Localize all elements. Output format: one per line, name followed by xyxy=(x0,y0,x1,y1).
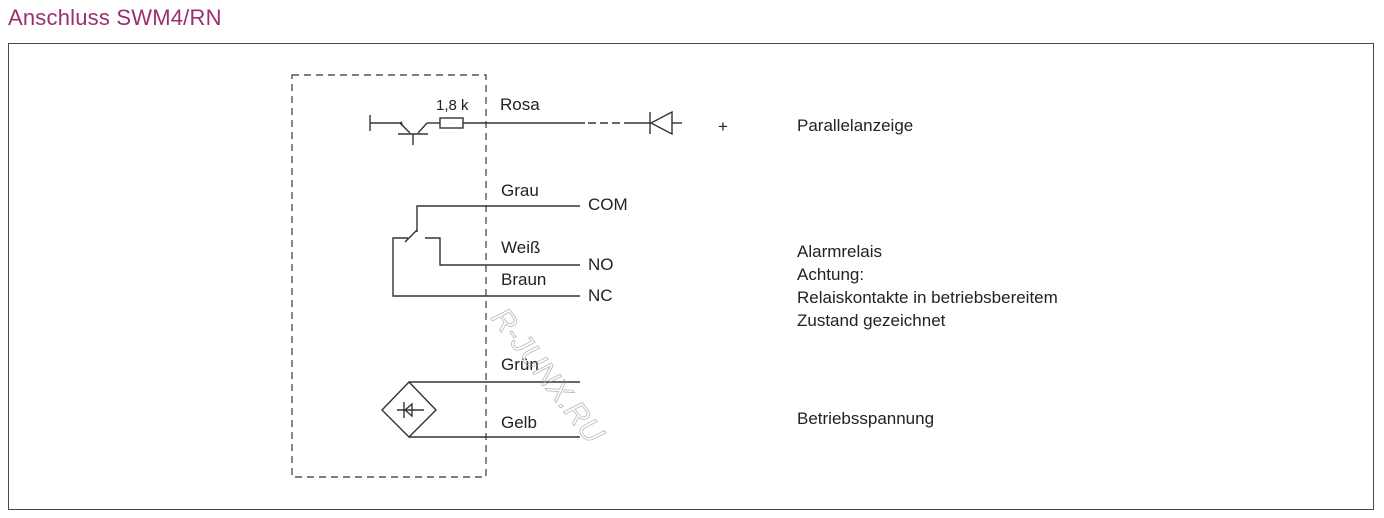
sensor-housing-box xyxy=(291,74,487,478)
wire-no xyxy=(425,237,580,266)
wire-label-gelb: Gelb xyxy=(501,413,537,432)
diagram-frame xyxy=(8,43,1374,510)
description-supply: Betriebsspannung xyxy=(797,409,934,428)
description-alarm-relay-line-1: Alarmrelais xyxy=(797,242,882,261)
supply-circuit xyxy=(381,380,580,438)
wire-label-weiss: Weiß xyxy=(501,238,540,257)
transistor-output-circuit xyxy=(369,110,682,145)
resistor-icon xyxy=(439,117,464,129)
terminal-no: NO xyxy=(588,255,614,274)
terminal-nc: NC xyxy=(588,286,613,305)
resistor-value-label: 1,8 k xyxy=(436,97,469,114)
description-parallel-display: Parallelanzeige xyxy=(797,116,913,135)
description-alarm-relay-line-4: Zustand gezeichnet xyxy=(797,311,946,330)
rectifier-diode-icon xyxy=(397,402,424,418)
wire-label-rosa: Rosa xyxy=(500,95,540,114)
plus-sign: + xyxy=(718,117,728,136)
wire-label-grau: Grau xyxy=(501,181,539,200)
transistor-icon xyxy=(398,121,428,145)
diode-icon xyxy=(649,110,682,136)
page-title: Anschluss SWM4/RN xyxy=(8,5,222,30)
relay-switch-icon xyxy=(404,229,418,243)
wire-com xyxy=(416,205,580,232)
terminal-com: COM xyxy=(588,195,628,214)
relay-circuit xyxy=(392,205,580,297)
wire-label-gruen: Grün xyxy=(501,355,539,374)
wire-nc xyxy=(392,237,580,297)
wire-label-braun: Braun xyxy=(501,270,546,289)
description-alarm-relay-line-2: Achtung: xyxy=(797,265,864,284)
description-alarm-relay-line-3: Relaiskontakte in betriebsbereitem xyxy=(797,288,1058,307)
